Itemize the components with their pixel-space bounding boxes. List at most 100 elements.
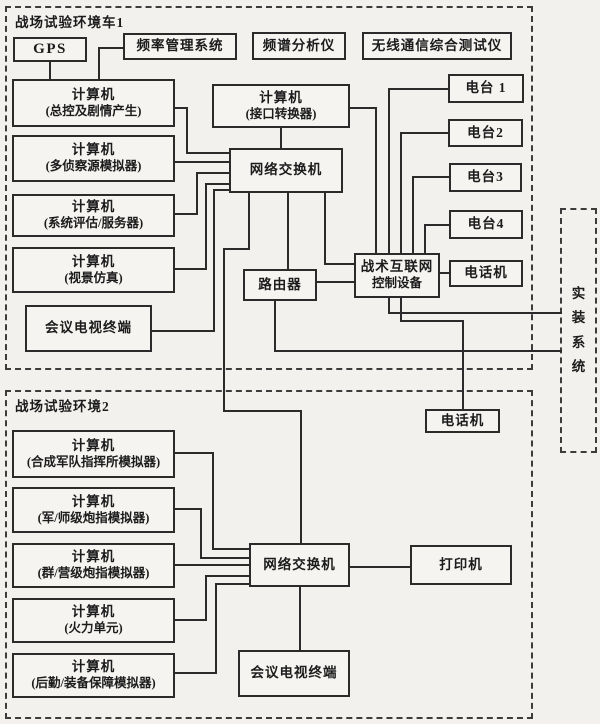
connector-wire bbox=[388, 312, 562, 314]
container-env1: 战场试验环境车1 bbox=[5, 6, 533, 370]
connector-wire bbox=[175, 161, 231, 163]
connector-wire bbox=[388, 88, 390, 253]
node-label: 会议电视终端 bbox=[250, 665, 338, 681]
connector-wire bbox=[175, 564, 249, 566]
connector-wire bbox=[324, 263, 356, 265]
container-title-env2: 战场试验环境2 bbox=[15, 399, 110, 414]
connector-wire bbox=[388, 298, 390, 314]
node-label: 计算机 bbox=[259, 89, 303, 105]
connector-wire bbox=[350, 107, 377, 109]
connector-wire bbox=[212, 452, 214, 550]
connector-wire bbox=[223, 248, 225, 412]
connector-wire bbox=[186, 152, 231, 154]
connector-wire bbox=[196, 172, 198, 215]
node-computer-group-battalion-artillery-sim: 计算机(群/营级炮指模拟器) bbox=[12, 543, 175, 588]
connector-wire bbox=[200, 508, 202, 559]
node-label: (群/营级炮指模拟器) bbox=[37, 566, 150, 581]
connector-wire bbox=[196, 172, 231, 174]
connector-wire bbox=[412, 176, 414, 253]
connector-wire bbox=[175, 619, 207, 621]
connector-wire bbox=[300, 410, 302, 545]
node-label: (合成军队指挥所模拟器) bbox=[26, 454, 161, 469]
connector-wire bbox=[205, 183, 231, 185]
container-title-installed-system: 实 装 系 统 bbox=[571, 285, 586, 374]
connector-wire bbox=[400, 320, 464, 322]
node-label: GPS bbox=[33, 41, 67, 58]
connector-wire bbox=[424, 224, 426, 253]
node-label: (系统评估/服务器) bbox=[43, 216, 144, 231]
node-network-switch-1: 网络交换机 bbox=[229, 148, 343, 193]
connector-wire bbox=[223, 410, 302, 412]
node-computer-army-division-artillery-sim: 计算机(军/师级炮指模拟器) bbox=[12, 487, 175, 533]
node-label: 会议电视终端 bbox=[45, 320, 132, 336]
connector-wire bbox=[212, 548, 251, 550]
node-label: 电台3 bbox=[467, 169, 504, 185]
node-phone-2: 电话机 bbox=[425, 409, 500, 433]
node-phone-1: 电话机 bbox=[449, 260, 523, 287]
node-label: 计算机 bbox=[71, 437, 116, 453]
connector-wire bbox=[98, 47, 100, 79]
node-label: 电话机 bbox=[440, 412, 485, 428]
connector-wire bbox=[205, 183, 207, 270]
connector-wire bbox=[175, 508, 202, 510]
node-computer-system-eval-server: 计算机(系统评估/服务器) bbox=[12, 194, 175, 237]
connector-wire bbox=[205, 575, 251, 577]
connector-wire bbox=[424, 224, 449, 226]
node-label: 频谱分析仪 bbox=[262, 37, 336, 53]
node-label: 控制设备 bbox=[371, 276, 422, 291]
node-label: (后勤/装备保障模拟器) bbox=[31, 676, 156, 691]
node-label: 计算机 bbox=[71, 659, 116, 675]
connector-wire bbox=[49, 60, 51, 79]
node-radio-2: 电台2 bbox=[448, 119, 523, 147]
node-computer-multi-recon-simulator: 计算机(多侦察源模拟器) bbox=[12, 135, 175, 182]
connector-wire bbox=[175, 213, 198, 215]
connector-wire bbox=[213, 189, 231, 191]
connector-wire bbox=[400, 132, 402, 253]
connector-wire bbox=[186, 107, 188, 154]
connector-wire bbox=[152, 330, 215, 332]
node-radio-1: 电台 1 bbox=[448, 74, 524, 103]
connector-wire bbox=[223, 248, 250, 250]
node-network-switch-2: 网络交换机 bbox=[249, 543, 350, 587]
node-label: 无线通信综合测试仪 bbox=[371, 37, 503, 53]
node-label: 电台4 bbox=[467, 216, 505, 232]
node-conference-tv-terminal-1: 会议电视终端 bbox=[25, 305, 152, 352]
connector-wire bbox=[215, 583, 251, 585]
node-label: 网络交换机 bbox=[249, 162, 323, 178]
node-label: 计算机 bbox=[71, 549, 116, 565]
node-label: 计算机 bbox=[71, 253, 116, 269]
node-computer-combined-army-cp-sim: 计算机(合成军队指挥所模拟器) bbox=[12, 430, 175, 478]
connector-wire bbox=[175, 452, 214, 454]
connector-wire bbox=[350, 566, 410, 568]
container-env2: 战场试验环境2 bbox=[5, 390, 533, 719]
connector-wire bbox=[175, 107, 188, 109]
node-label: 战术互联网 bbox=[360, 259, 434, 275]
connector-wire bbox=[274, 350, 562, 352]
node-label: 计算机 bbox=[71, 604, 116, 620]
node-radio-3: 电台3 bbox=[449, 163, 522, 192]
connector-wire bbox=[200, 557, 251, 559]
node-computer-fire-unit: 计算机(火力单元) bbox=[12, 598, 175, 643]
connector-wire bbox=[412, 176, 449, 178]
node-label: 计算机 bbox=[71, 199, 116, 215]
node-label: 电话机 bbox=[464, 265, 508, 281]
connector-wire bbox=[400, 132, 448, 134]
connector-wire bbox=[175, 672, 217, 674]
node-label: 计算机 bbox=[71, 493, 116, 509]
node-label: 电台2 bbox=[467, 124, 504, 140]
node-computer-master-control: 计算机(总控及剧情产生) bbox=[12, 79, 175, 127]
node-router: 路由器 bbox=[243, 269, 317, 301]
node-label: 频率管理系统 bbox=[136, 38, 224, 54]
node-freq-mgmt-system: 频率管理系统 bbox=[123, 33, 237, 60]
node-label: 计算机 bbox=[71, 86, 116, 102]
connector-wire bbox=[98, 47, 125, 49]
connector-wire bbox=[274, 301, 276, 352]
node-radio-4: 电台4 bbox=[449, 210, 523, 239]
node-label: 电台 1 bbox=[465, 80, 507, 96]
connector-wire bbox=[400, 298, 402, 322]
node-gps: GPS bbox=[13, 37, 87, 62]
connector-wire bbox=[287, 193, 289, 269]
node-label: (火力单元) bbox=[64, 621, 123, 636]
node-label: (多侦察源模拟器) bbox=[45, 159, 142, 174]
